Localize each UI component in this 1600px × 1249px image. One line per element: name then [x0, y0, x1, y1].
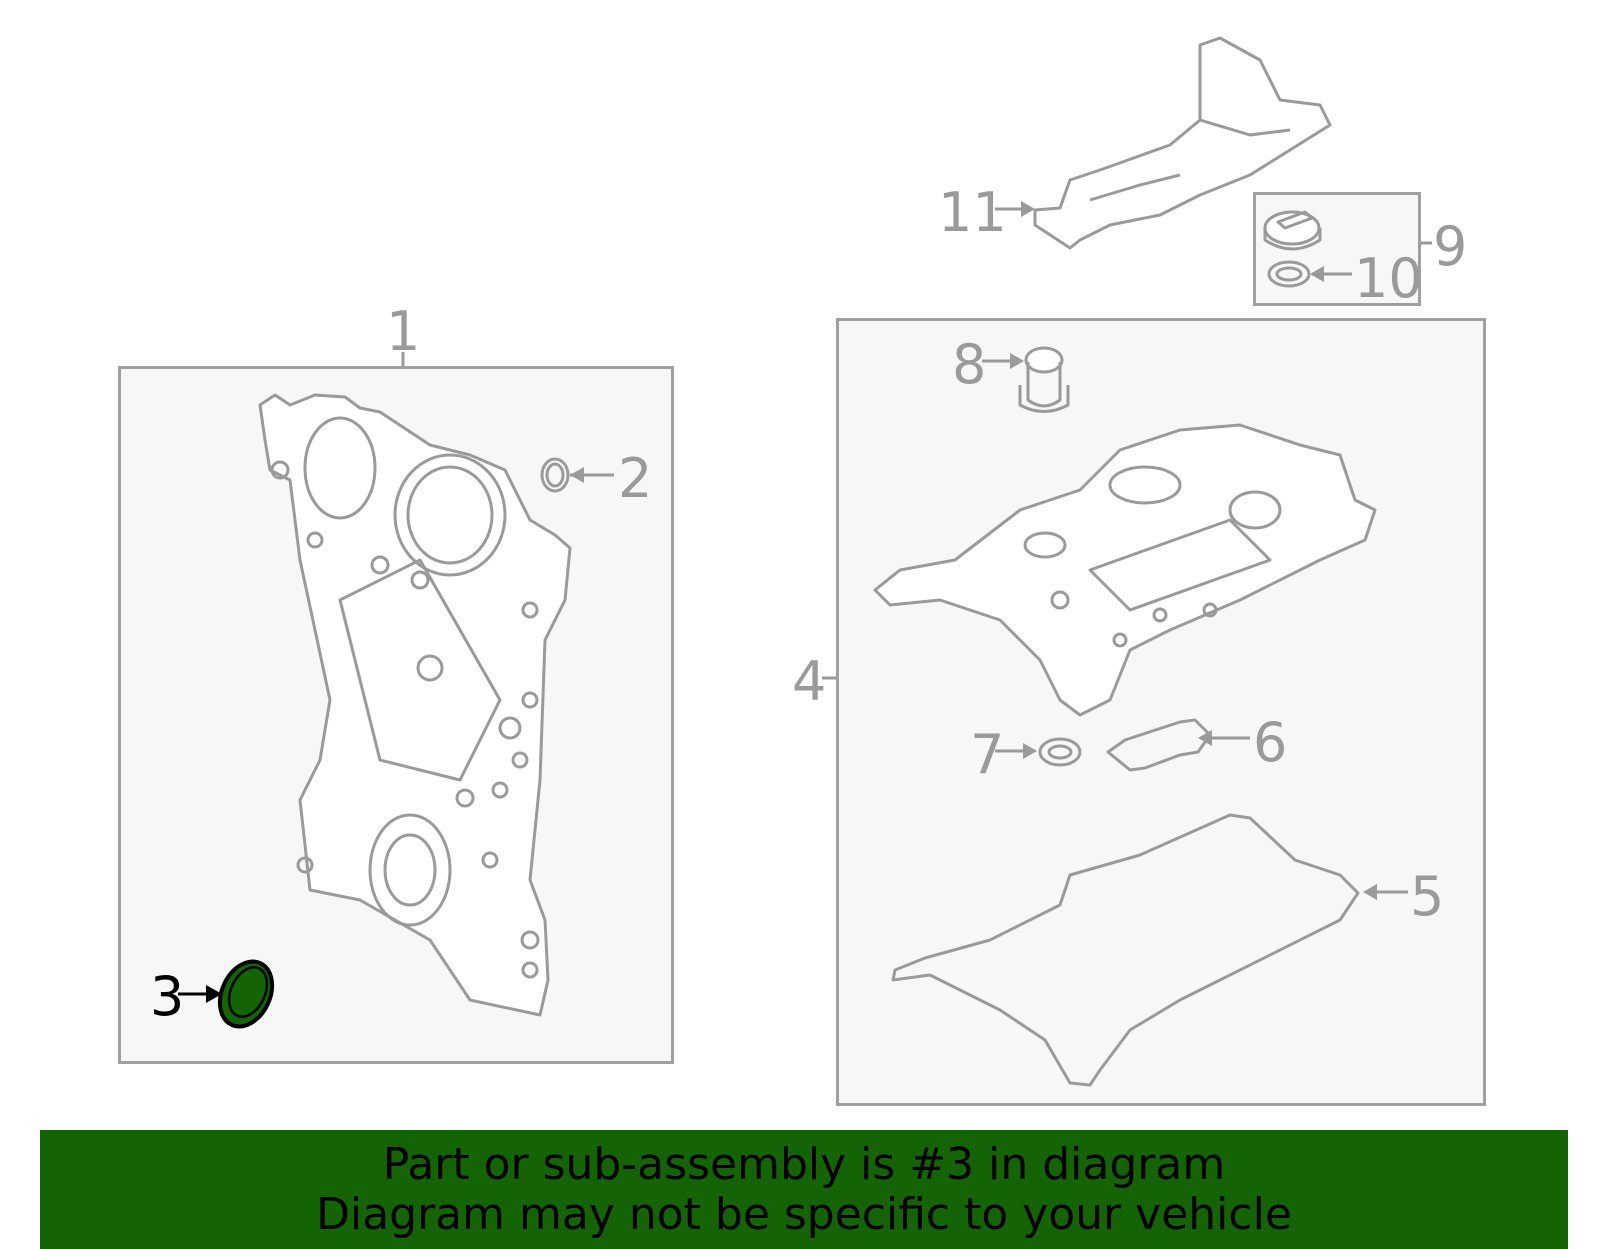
valve-cover-icon — [873, 423, 1377, 717]
callout-1[interactable]: 1 — [386, 300, 421, 363]
callout-3[interactable]: 3 — [150, 965, 185, 1028]
callout-11[interactable]: 11 — [938, 181, 1007, 244]
info-banner: Part or sub-assembly is #3 in diagram Di… — [40, 1130, 1568, 1249]
fitting-icon — [1018, 346, 1070, 413]
o-ring-icon — [540, 457, 570, 493]
cap-seal-icon — [1267, 260, 1311, 288]
callout-8[interactable]: 8 — [952, 333, 987, 396]
front-seal-icon — [178, 959, 275, 1029]
callout-7[interactable]: 7 — [970, 723, 1005, 786]
valve-cover-gasket-icon — [891, 813, 1360, 1087]
callout-5[interactable]: 5 — [1410, 865, 1445, 928]
engine-cover-icon — [1033, 36, 1332, 250]
callout-2[interactable]: 2 — [618, 447, 653, 510]
callout-9[interactable]: 9 — [1433, 215, 1468, 278]
callout-6[interactable]: 6 — [1253, 711, 1288, 774]
gasket-icon — [1106, 718, 1212, 772]
banner-line-part: Part or sub-assembly is #3 in diagram — [382, 1138, 1226, 1190]
banner-line-disclaimer: Diagram may not be specific to your vehi… — [316, 1188, 1292, 1240]
timing-cover-icon — [258, 393, 572, 1017]
o-ring-icon — [1038, 737, 1082, 767]
callout-10[interactable]: 10 — [1354, 247, 1423, 310]
callout-4[interactable]: 4 — [792, 650, 827, 713]
